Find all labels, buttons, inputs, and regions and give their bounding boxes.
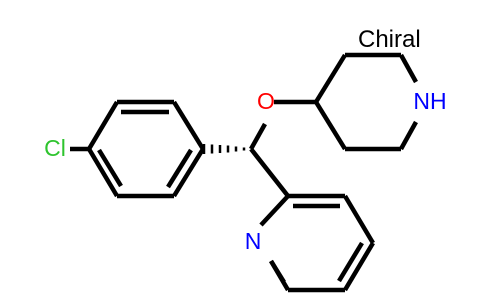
c-o-bond: [249, 122, 267, 151]
chiral-flag: Chiral: [358, 26, 421, 53]
bond: [343, 241, 375, 292]
double-bond-inner: [97, 148, 123, 188]
double-bond-inner: [269, 259, 286, 284]
chlorophenyl-ring: [87, 99, 205, 199]
double-bond-inner: [337, 241, 364, 283]
bond: [259, 194, 290, 227]
bond: [87, 147, 119, 198]
piperidine-nitrogen-label: NH: [413, 88, 446, 114]
piperidine-ring: [314, 52, 418, 152]
pyridine-ring: [259, 193, 375, 293]
bond: [87, 100, 119, 151]
bond: [399, 53, 418, 84]
bond: [343, 194, 375, 245]
pyridine-nitrogen-label: N: [245, 228, 262, 254]
double-bond-inner: [166, 148, 193, 189]
c-pyridine-bond: [249, 147, 290, 198]
hashed-wedge-bond: [202, 144, 246, 154]
oxygen-atom-label: O: [257, 88, 275, 114]
stereocenter-bonds: [249, 99, 316, 198]
bond: [172, 147, 205, 198]
chlorine-atom-label: Cl: [44, 135, 66, 161]
bond: [314, 100, 347, 151]
bond: [314, 53, 347, 104]
bond: [399, 120, 418, 151]
bond: [172, 100, 205, 151]
